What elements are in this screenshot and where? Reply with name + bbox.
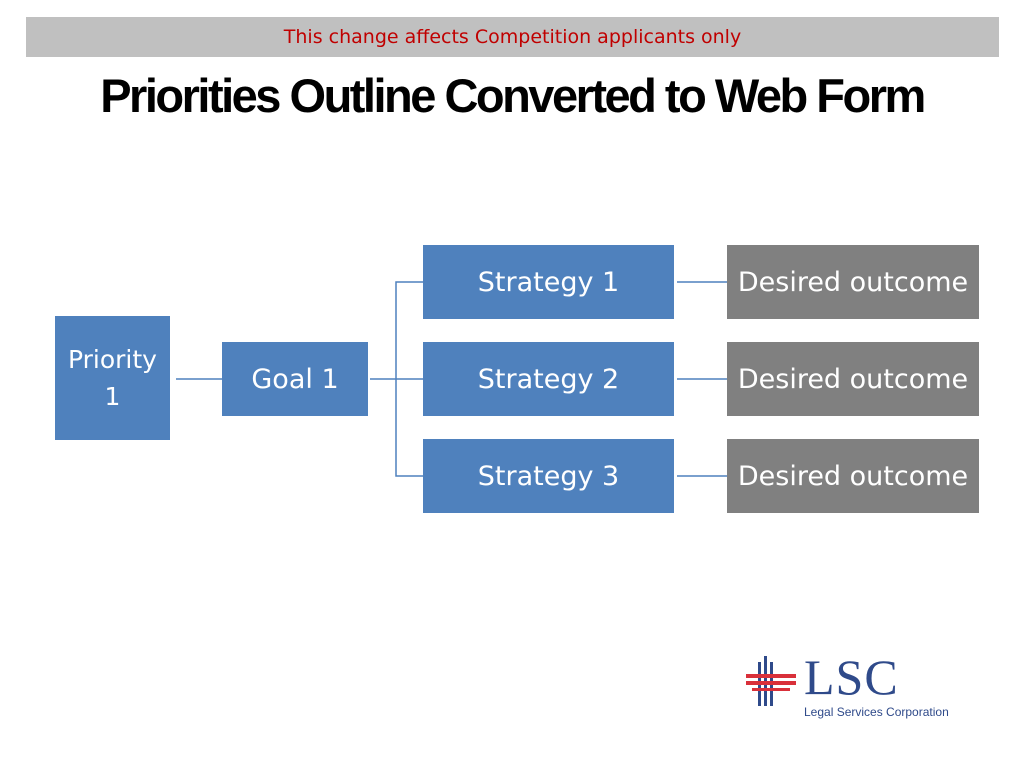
page-title: Priorities Outline Converted to Web Form bbox=[100, 69, 926, 122]
lsc-cross-icon bbox=[746, 656, 796, 706]
strategy-label: Strategy 1 bbox=[477, 266, 620, 298]
notice-banner: This change affects Competition applican… bbox=[26, 17, 999, 57]
outcome-label: Desired outcome bbox=[737, 460, 969, 492]
outcome-label: Desired outcome bbox=[737, 266, 969, 298]
priority-label: Priority 1 bbox=[68, 345, 157, 411]
outcome-box-3: Desired outcome bbox=[727, 439, 979, 513]
strategy-label: Strategy 3 bbox=[477, 460, 620, 492]
outcome-box-2: Desired outcome bbox=[727, 342, 979, 416]
lsc-logo: LSC Legal Services Corporation bbox=[746, 649, 976, 726]
strategy-box-2: Strategy 2 bbox=[423, 342, 674, 416]
logo-subtitle: Legal Services Corporation bbox=[804, 705, 949, 719]
priority-box: Priority 1 bbox=[55, 316, 170, 440]
strategy-box-3: Strategy 3 bbox=[423, 439, 674, 513]
outcome-label: Desired outcome bbox=[737, 363, 969, 395]
notice-banner-text: This change affects Competition applican… bbox=[283, 26, 742, 48]
logo-wordmark: LSC bbox=[804, 649, 899, 705]
goal-box: Goal 1 bbox=[222, 342, 368, 416]
strategy-box-1: Strategy 1 bbox=[423, 245, 674, 319]
strategy-label: Strategy 2 bbox=[477, 363, 620, 395]
connector-strategy-bracket bbox=[395, 281, 423, 477]
goal-label: Goal 1 bbox=[251, 363, 339, 395]
outcome-box-1: Desired outcome bbox=[727, 245, 979, 319]
